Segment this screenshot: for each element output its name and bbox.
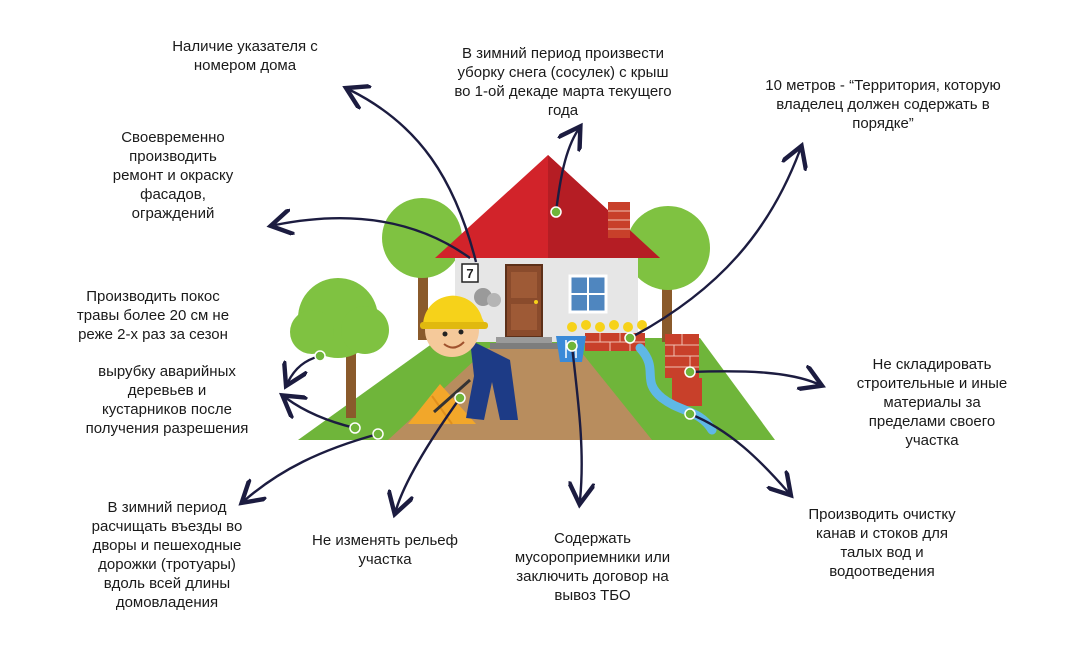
arrow-ditch (689, 412, 788, 492)
arrow-waste (572, 345, 582, 500)
house-number-plate (461, 263, 479, 283)
arrow-house-number (350, 90, 478, 263)
flowers (567, 320, 647, 332)
note-ten-meters: 10 метров - “Территория, которую владеле… (765, 77, 1001, 132)
note-snow-removal: В зимний период произвести уборку снега … (454, 45, 672, 119)
arrow-ten-meters (629, 150, 800, 340)
note-ditch-cleaning: Производить очистку канав и стоков для т… (808, 506, 956, 580)
back-tree-right (626, 206, 710, 342)
arrows (245, 90, 818, 510)
arrow-no-storage (689, 371, 818, 384)
arrow-relief (396, 397, 461, 510)
arrow-winter-clearing (245, 432, 379, 500)
brick-pile (665, 334, 702, 406)
left-tree (290, 278, 389, 418)
note-winter-clearing: В зимний период расчищать въезды во двор… (91, 499, 243, 611)
note-relief: Не изменять рельеф участка (312, 532, 458, 568)
arrow-tree (286, 398, 356, 430)
note-house-number: Наличие указателя с номером дома (172, 38, 318, 74)
house-number-sign: 7 (466, 266, 473, 281)
arrow-facade (275, 218, 471, 259)
note-grass-mowing: Производить покос травы более 20 см не р… (76, 288, 230, 343)
note-facade-repair: Своевременно производить ремонт и окраск… (112, 129, 234, 222)
arrow-snow (554, 130, 578, 213)
note-tree-cutting: вырубку аварийных деревьев и кустарников… (85, 363, 249, 437)
arrow-dots (314, 206, 696, 440)
note-waste: Содержать мусороприемники или заключить … (514, 530, 671, 604)
arrow-grass (288, 354, 321, 382)
note-no-storage: Не складировать строительные и иные мате… (856, 356, 1008, 449)
worker (420, 295, 518, 420)
